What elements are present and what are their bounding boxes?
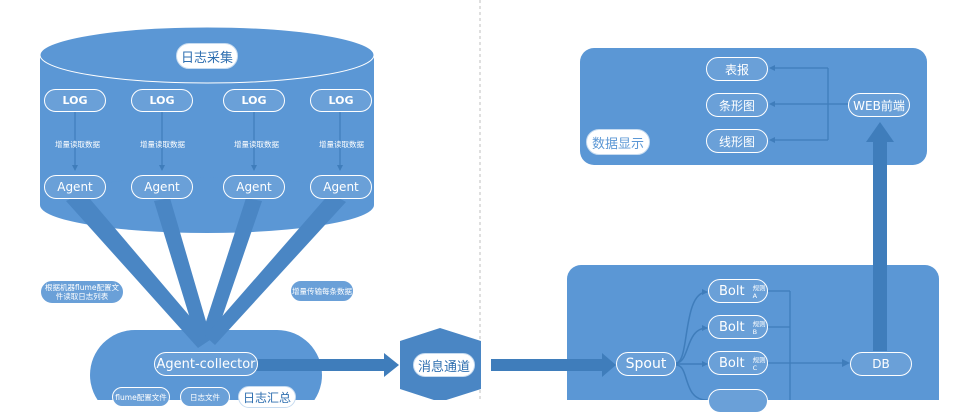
display-title: 数据显示 <box>586 129 650 155</box>
bolt-name: Bolt <box>719 355 745 371</box>
agent-node: Agent <box>223 175 285 199</box>
web-to-outputs-connector <box>769 65 848 143</box>
log-node: LOG <box>131 89 193 112</box>
bolt-rule: 规则B <box>752 320 766 336</box>
bolt-rule: 规则A <box>752 284 766 300</box>
collector-to-channel-arrow <box>256 353 399 377</box>
step-label: 增量读取数据 <box>55 140 100 149</box>
bolt-rule: 规则C <box>752 356 766 372</box>
bolt-name: Bolt <box>719 319 745 335</box>
step-label: 增量读取数据 <box>319 140 364 149</box>
config-file-chip: flume配置文件 <box>112 387 170 407</box>
log-node: LOG <box>223 89 285 112</box>
step-label: 增量读取数据 <box>234 140 279 149</box>
log-node: LOG <box>310 89 372 112</box>
step-label: 增量读取数据 <box>140 140 185 149</box>
agent-node: Agent <box>44 175 106 199</box>
report-output: 表报 <box>706 57 768 81</box>
line-chart-output: 线形图 <box>706 129 768 153</box>
collection-title: 日志采集 <box>176 43 238 69</box>
db-to-web-arrow <box>866 122 894 351</box>
message-channel-label: 消息通道 <box>413 353 475 377</box>
aggregation-title: 日志汇总 <box>238 386 296 408</box>
log-file-chip: 日志文件 <box>180 387 230 407</box>
bolt-node: Bolt 规则B <box>708 315 768 339</box>
channel-to-spout-arrow <box>491 353 616 377</box>
bolt-node-partial <box>708 389 768 413</box>
agent-collector-node: Agent-collector <box>154 352 258 376</box>
bolt-node: Bolt 规则A <box>708 279 768 303</box>
bolt-name: Bolt <box>719 283 745 299</box>
architecture-diagram <box>39 0 939 400</box>
log-node: LOG <box>44 89 106 112</box>
agent-node: Agent <box>310 175 372 199</box>
web-frontend-node: WEB前端 <box>848 93 910 117</box>
agent-to-collector-arrows <box>66 192 346 348</box>
bolt-to-db-connector <box>767 290 850 400</box>
log-to-agent-arrows <box>72 112 343 171</box>
agent-node: Agent <box>131 175 193 199</box>
spout-to-bolt-curves <box>675 289 708 400</box>
side-note-right: 增量传输每条数据 <box>290 280 354 302</box>
spout-node: Spout <box>616 352 676 376</box>
bolt-node: Bolt 规则C <box>708 351 768 375</box>
side-note-left: 根据机器flume配置文件读取日志列表 <box>40 280 124 304</box>
db-node: DB <box>850 352 912 376</box>
bar-chart-output: 条形图 <box>706 93 768 117</box>
